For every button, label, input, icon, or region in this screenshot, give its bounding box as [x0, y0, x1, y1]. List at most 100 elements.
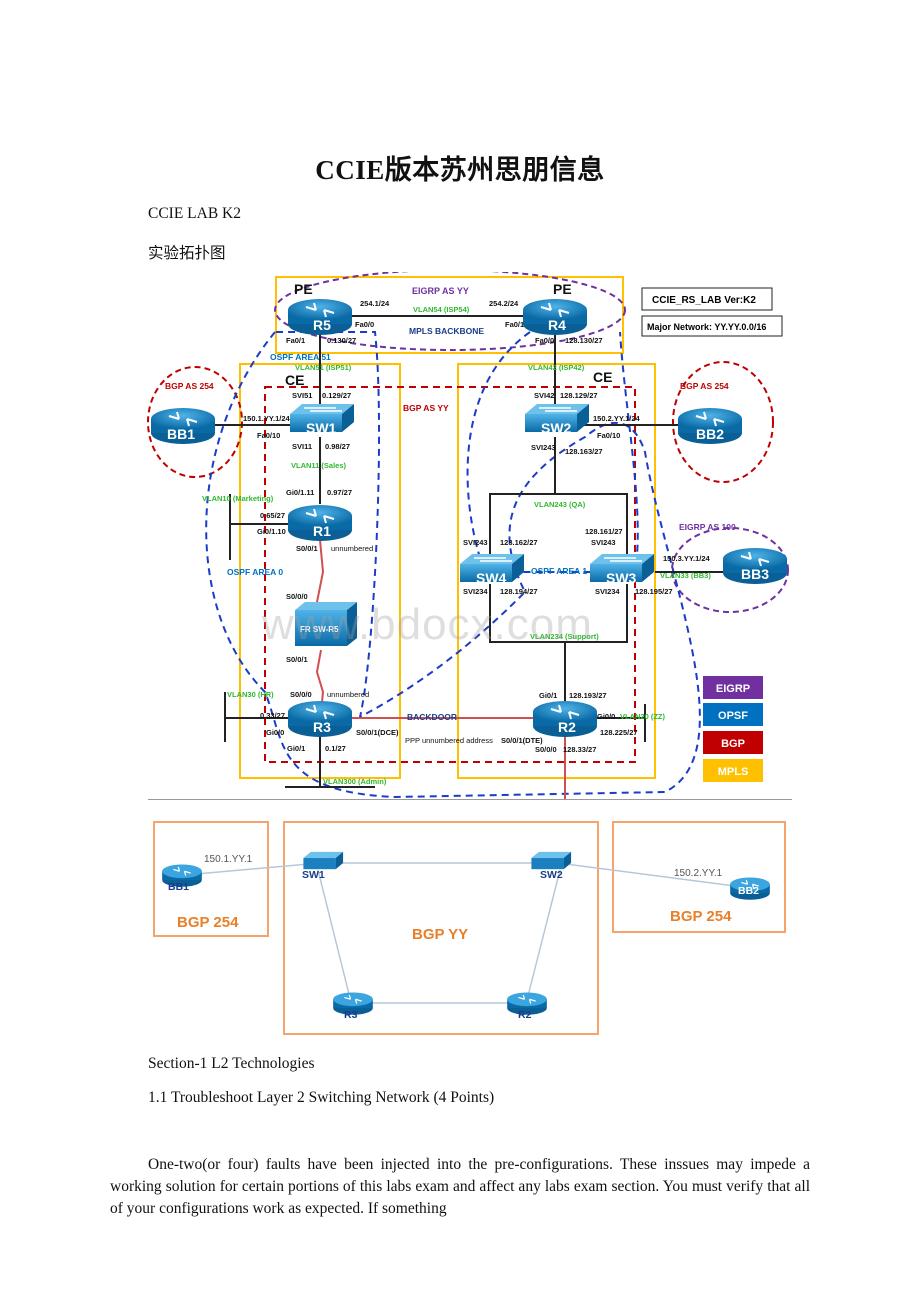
- intf-label: SVI51: [292, 391, 312, 400]
- node-label: R5: [313, 317, 331, 333]
- switch-sw2: [531, 851, 572, 870]
- ip-label: 254.2/24: [489, 299, 519, 308]
- intf-label: Fa0/0: [355, 320, 374, 329]
- vlan-label: VLAN10 (Marketing): [202, 494, 274, 503]
- ip-label: 0.33/27: [260, 711, 285, 720]
- intf-label: Fa0/1: [286, 336, 305, 345]
- bgp-label: BGP 254: [670, 908, 732, 925]
- intf-label: Gi0/0: [597, 712, 615, 721]
- legend-label: MPLS: [718, 766, 749, 778]
- eigrp-label: EIGRP AS 100: [679, 522, 736, 532]
- divider: [148, 799, 792, 800]
- ip-label: 128.33/27: [563, 745, 596, 754]
- ip-label: 0.129/27: [322, 391, 351, 400]
- bgp-label: BGP YY: [412, 926, 468, 943]
- node-label: R1: [313, 523, 331, 539]
- intf-label: Gi0/1.11: [286, 488, 314, 497]
- ospf-area-label: OSPF AREA 0: [227, 567, 283, 577]
- intf-label: S0/0/1(DTE): [501, 736, 543, 745]
- switch-sw1: [303, 851, 344, 870]
- task-heading: 1.1 Troubleshoot Layer 2 Switching Netwo…: [148, 1089, 495, 1106]
- ip-label: 128.225/27: [600, 728, 638, 737]
- node-label: BB1: [167, 426, 195, 442]
- ip-label: 0.1/27: [325, 744, 346, 753]
- vlan-label: VLAN20 (ZZ): [620, 712, 666, 721]
- vlan-label: VLAN33 (BB3): [660, 571, 711, 580]
- intf-label: S0/0/0: [290, 690, 312, 699]
- vlan-label: VLAN51 (ISP51): [295, 363, 352, 372]
- pe-label: PE: [553, 281, 572, 297]
- bgp-diagram: BB1 SW1 SW2 BB2 R3 R2 150.1.YY.1 150.2.Y…: [153, 821, 786, 1035]
- node-label: R2: [558, 719, 576, 735]
- legend-label: OPSF: [718, 710, 748, 722]
- intf-label: Gi0/1: [287, 744, 305, 753]
- node-label: BB2: [696, 426, 724, 442]
- ip-label: 0.97/27: [327, 488, 352, 497]
- ip-label: 0.130/27: [327, 336, 356, 345]
- lab-version: CCIE_RS_LAB Ver:K2: [652, 295, 756, 306]
- ip-label: 128.130/27: [565, 336, 603, 345]
- ip-label: 150.3.YY.1/24: [663, 554, 711, 563]
- ip-label: 128.129/27: [560, 391, 598, 400]
- router-bb1: [162, 864, 202, 887]
- router-r2: [507, 992, 547, 1015]
- frame-relay-switch: [295, 602, 357, 646]
- node-label: FR SW-R5: [300, 625, 339, 634]
- ip-label: 0.65/27: [260, 511, 285, 520]
- ip-label: 128.193/27: [569, 691, 607, 700]
- vlan-label: VLAN234 (Support): [530, 632, 599, 641]
- ip-label: 128.195/27: [635, 587, 673, 596]
- ip-label: 150.2.YY.1: [674, 868, 723, 879]
- node-label: BB2: [738, 885, 759, 897]
- backdoor-label: BACKDOOR: [407, 712, 457, 722]
- body-paragraph: One-two(or four) faults have been inject…: [110, 1156, 810, 1217]
- ip-label: 254.1/24: [360, 299, 390, 308]
- unnumbered-label: unnumbered: [331, 544, 373, 553]
- pe-label: PE: [294, 281, 313, 297]
- ip-label: 150.1.YY.1/24: [243, 414, 291, 423]
- vlan-label: VLAN243 (QA): [534, 500, 586, 509]
- node-label: SW2: [540, 869, 563, 881]
- ppp-label: PPP unnumbered address: [405, 736, 493, 745]
- ip-label: 0.98/27: [325, 442, 350, 451]
- major-network: Major Network: YY.YY.0.0/16: [647, 322, 766, 332]
- ip-label: 128.162/27: [500, 538, 538, 547]
- intf-label: Gi0/1: [539, 691, 557, 700]
- intf-label: SVI234: [463, 587, 488, 596]
- intf-label: Gi0/0: [266, 728, 284, 737]
- router-r3: [333, 992, 373, 1015]
- bgp-label: BGP AS YY: [403, 403, 449, 413]
- intf-label: S0/0/1(DCE): [356, 728, 399, 737]
- legend-label: EIGRP: [716, 683, 750, 695]
- bgp-label: BGP 254: [177, 914, 239, 931]
- node-label: R4: [548, 317, 566, 333]
- intf-label: S0/0/0: [535, 745, 557, 754]
- ip-label: 128.163/27: [565, 447, 603, 456]
- intf-label: Fa0/0: [535, 336, 554, 345]
- intf-label: S0/0/0: [286, 592, 308, 601]
- node-label: BB1: [168, 881, 189, 893]
- intf-label: Fa0/10: [257, 431, 280, 440]
- ospf-area-label: OSPF AREA 1: [531, 566, 587, 576]
- intf-label: SVI11: [292, 442, 312, 451]
- ip-label: 128.161/27: [585, 527, 623, 536]
- mpls-label: MPLS BACKBONE: [409, 326, 484, 336]
- intf-label: S0/0/1: [286, 655, 308, 664]
- router-bb2: [730, 877, 770, 900]
- ip-label: 128.194/27: [500, 587, 538, 596]
- vlan-label: VLAN30 (HR): [227, 690, 274, 699]
- node-label: R2: [518, 1009, 532, 1021]
- bgp-label: BGP AS 254: [680, 381, 729, 391]
- node-label: SW2: [541, 420, 572, 436]
- topology-heading: 实验拓扑图: [148, 245, 226, 262]
- ce-label: CE: [593, 369, 612, 385]
- watermark: www.bdocx.com: [262, 600, 593, 649]
- node-label: SW1: [302, 869, 325, 881]
- intf-label: SVI243: [531, 443, 556, 452]
- intf-label: SVI243: [591, 538, 616, 547]
- intf-label: Fa0/1: [505, 320, 524, 329]
- node-label: SW3: [606, 570, 637, 586]
- lab-subtitle: CCIE LAB K2: [148, 205, 241, 222]
- vlan-label: VLAN11 (Sales): [291, 461, 347, 470]
- ip-label: 150.1.YY.1: [204, 854, 253, 865]
